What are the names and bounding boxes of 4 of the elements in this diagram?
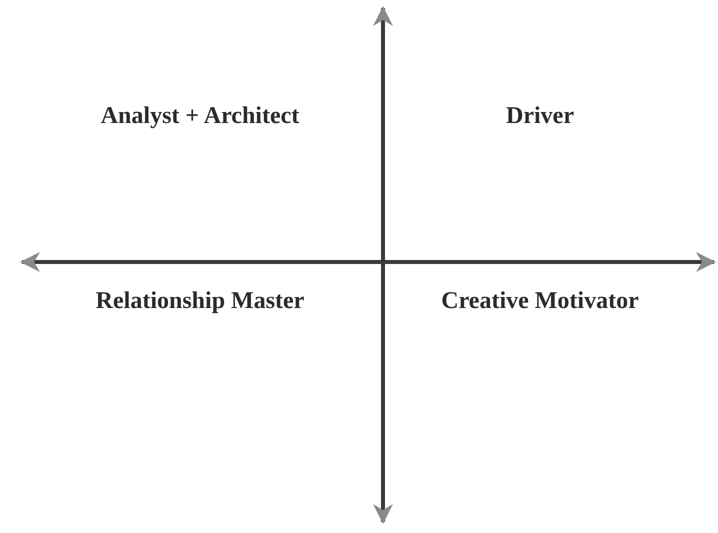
- quadrant-label: Analyst + Architect: [100, 102, 300, 131]
- quadrant-label: Relationship Master: [94, 287, 306, 316]
- quadrant-label: Creative Motivator: [440, 287, 640, 316]
- quadrant-label: Driver: [505, 102, 575, 131]
